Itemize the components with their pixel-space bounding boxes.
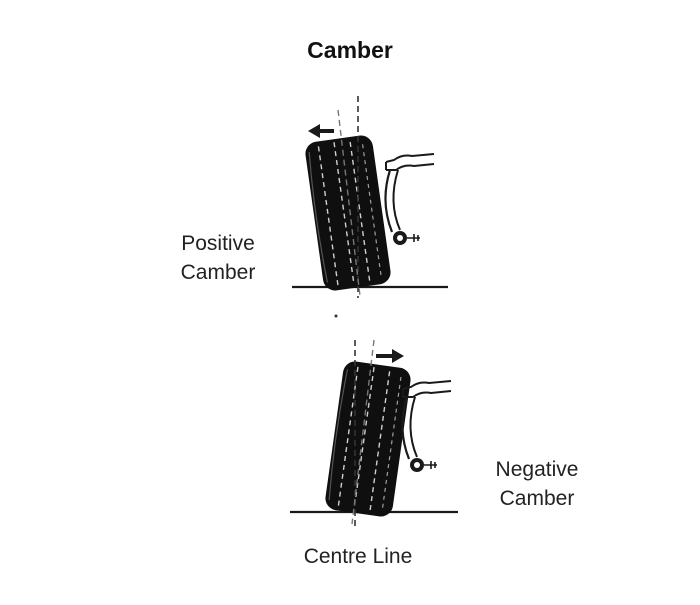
diagram-title: Camber — [307, 37, 393, 63]
positive-camber-assembly — [292, 96, 448, 298]
tilt-line-positive — [337, 109, 361, 297]
negative-camber-label-line1: Negative — [495, 458, 579, 481]
arrow-left-icon — [308, 124, 334, 138]
suspension-negative — [401, 379, 453, 474]
negative-camber-label: Negative Camber — [478, 455, 596, 513]
positive-camber-label-line2: Camber — [180, 261, 256, 284]
arrow-right-icon — [376, 349, 404, 363]
negative-camber-label-line2: Camber — [499, 487, 575, 510]
centre-line-label: Centre Line — [303, 545, 413, 568]
suspension-positive — [384, 152, 436, 247]
positive-camber-label: Positive Camber — [162, 229, 274, 287]
tyre-negative — [323, 359, 413, 519]
tyre-positive — [303, 133, 393, 293]
negative-camber-assembly — [290, 339, 458, 530]
positive-camber-label-line1: Positive — [181, 232, 255, 255]
stray-dot — [334, 314, 338, 318]
tilt-line-negative — [351, 339, 375, 525]
